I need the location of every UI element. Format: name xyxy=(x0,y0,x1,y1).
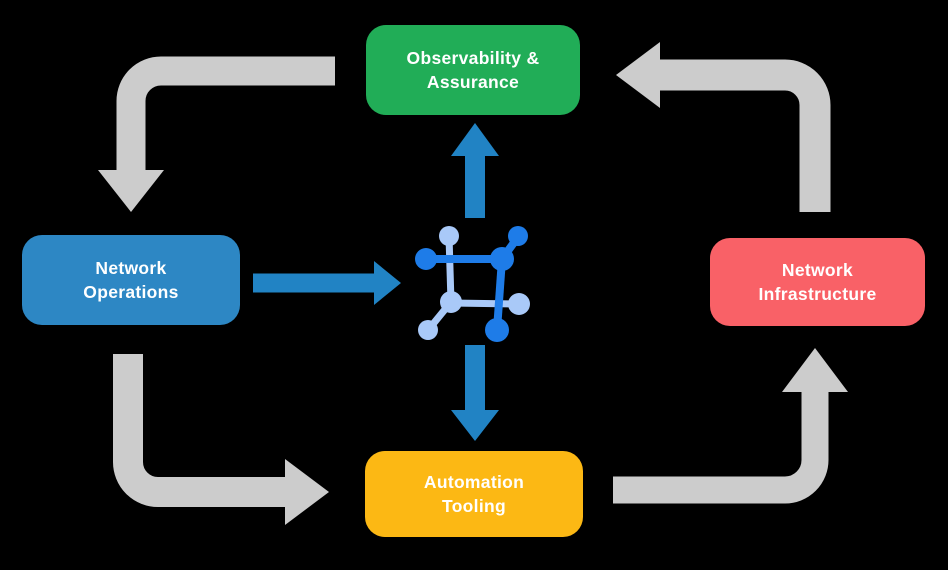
arrow-infrastructure-to-observability xyxy=(616,42,831,212)
box-observability-assurance: Observability & Assurance xyxy=(366,25,580,115)
arrowhead-down-icon xyxy=(451,410,499,441)
arrow-automation-to-infrastructure xyxy=(613,348,848,504)
box-network-operations: Network Operations xyxy=(22,235,240,325)
box-label-line: Network xyxy=(95,258,167,278)
arrowhead-right-icon xyxy=(285,459,329,525)
arrow-hub-to-observability xyxy=(451,123,499,218)
arrow-operations-to-automation xyxy=(113,354,329,525)
arrow-hub-to-automation xyxy=(451,345,499,441)
icon-light-node-right xyxy=(508,293,530,315)
network-fabric-icon xyxy=(415,226,530,342)
icon-light-node-top xyxy=(439,226,459,246)
box-label-line: Automation xyxy=(423,472,525,492)
arrowhead-down-icon xyxy=(98,170,164,212)
box-label-line: Network xyxy=(781,260,854,280)
arrow-shaft xyxy=(113,354,286,507)
arrowhead-left-icon xyxy=(616,42,660,108)
icon-dark-node-junction xyxy=(490,247,514,271)
arrowhead-up-icon xyxy=(451,123,499,156)
box-network-infrastructure: Network Infrastructure xyxy=(710,238,925,326)
box-label-line: Observability & xyxy=(406,48,540,68)
icon-light-horizontal xyxy=(450,299,520,308)
arrow-shaft xyxy=(613,391,829,504)
box-label-line: Infrastructure xyxy=(758,284,877,304)
arrow-observability-to-operations xyxy=(98,56,335,212)
icon-light-vertical xyxy=(445,235,455,303)
icon-light-node-bottom-left xyxy=(418,320,438,340)
icon-dark-node-bottom xyxy=(485,318,509,342)
box-automation-tooling: Automation Tooling xyxy=(365,451,583,537)
box-label-line: Operations xyxy=(83,282,179,302)
box-label-line: Assurance xyxy=(426,72,520,92)
arrowhead-up-icon xyxy=(782,348,848,392)
arrow-shaft xyxy=(116,56,335,171)
icon-light-node-junction xyxy=(440,291,462,313)
arrowhead-right-icon xyxy=(374,261,401,305)
icon-dark-node-top-right xyxy=(508,226,528,246)
arrow-shaft xyxy=(659,59,831,212)
arrow-operations-to-hub xyxy=(253,261,401,305)
box-label-line: Tooling xyxy=(442,496,506,516)
icon-dark-node-left xyxy=(415,248,437,270)
